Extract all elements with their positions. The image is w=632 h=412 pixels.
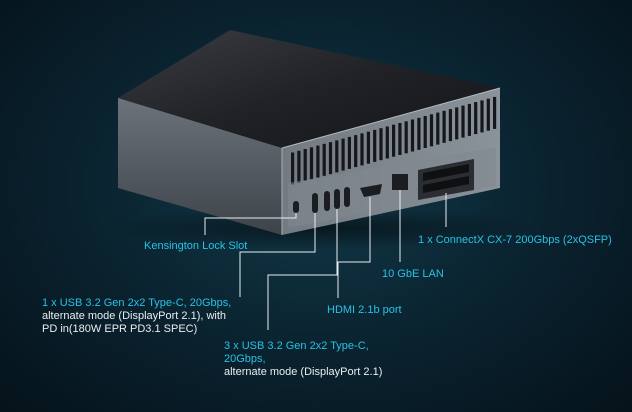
vent-grille xyxy=(291,96,497,185)
vent-slot xyxy=(493,96,497,129)
vent-slot xyxy=(410,119,415,152)
leader-kensington xyxy=(204,213,297,235)
vent-slot xyxy=(297,150,301,183)
device-side-panel xyxy=(118,98,282,235)
connectx-label: 1 x ConnectX CX-7 200Gbps (2xQSFP) xyxy=(418,234,612,246)
usb-single-desc-2: PD in(180W EPR PD3.1 SPEC) xyxy=(42,323,198,335)
vent-slot xyxy=(385,126,389,159)
vent-slot xyxy=(335,140,339,173)
usb-c-port-pd xyxy=(312,193,318,213)
vent-slot xyxy=(436,112,440,145)
device-edge-highlight xyxy=(281,87,501,149)
qsfp-port-bottom xyxy=(423,176,469,193)
vent-slot xyxy=(480,100,484,133)
vent-slot xyxy=(448,109,452,142)
vent-slot xyxy=(303,149,307,181)
qsfp-port-top xyxy=(423,164,469,181)
leader-usb-single xyxy=(239,213,316,297)
usb-triple-title-1: 3 x USB 3.2 Gen 2x2 Type-C, xyxy=(224,340,369,352)
device-shadow xyxy=(105,206,535,250)
vent-slot xyxy=(474,102,478,135)
vent-slot xyxy=(373,129,377,162)
device-top-panel xyxy=(118,30,500,148)
hdmi-port xyxy=(360,184,382,197)
vent-slot xyxy=(360,133,364,166)
leader-usb-triple xyxy=(267,209,338,330)
lan-port xyxy=(392,174,408,190)
hdmi-label: HDMI 2.1b port xyxy=(327,304,402,316)
kensington-label: Kensington Lock Slot xyxy=(144,240,248,252)
vent-slot xyxy=(423,116,427,148)
vent-slot xyxy=(354,135,358,168)
usb-c-port xyxy=(324,191,330,211)
lan-label: 10 GbE LAN xyxy=(382,268,444,280)
kensington-lock-slot xyxy=(293,201,299,213)
vent-slot xyxy=(417,117,421,150)
vent-slot xyxy=(455,107,459,140)
vent-slot xyxy=(486,98,490,131)
usb-triple-desc: alternate mode (DisplayPort 2.1) xyxy=(224,366,383,378)
usb-single-desc-1: alternate mode (DisplayPort 2.1), with xyxy=(42,310,227,322)
vent-slot xyxy=(442,110,446,143)
leader-hdmi xyxy=(337,197,371,298)
vent-slot xyxy=(467,103,471,136)
vent-slot xyxy=(366,131,370,164)
vent-slot xyxy=(316,145,320,178)
vent-slot xyxy=(429,114,434,147)
vent-slot xyxy=(398,123,402,155)
vent-slot xyxy=(328,142,333,175)
vent-slot xyxy=(347,136,351,169)
vent-slot xyxy=(379,128,383,161)
vent-slot xyxy=(392,124,396,157)
vent-slot xyxy=(291,152,295,185)
vent-slot xyxy=(461,105,465,138)
vent-slot xyxy=(322,143,326,176)
usb-single-title: 1 x USB 3.2 Gen 2x2 Type-C, 20Gbps, xyxy=(42,297,232,309)
vent-slot xyxy=(341,138,345,171)
usb-c-port xyxy=(334,189,340,209)
usb-triple-title-2: 20Gbps, xyxy=(224,353,266,365)
vent-slot xyxy=(404,121,408,154)
vent-slot xyxy=(309,147,314,180)
usb-c-port xyxy=(344,187,350,207)
